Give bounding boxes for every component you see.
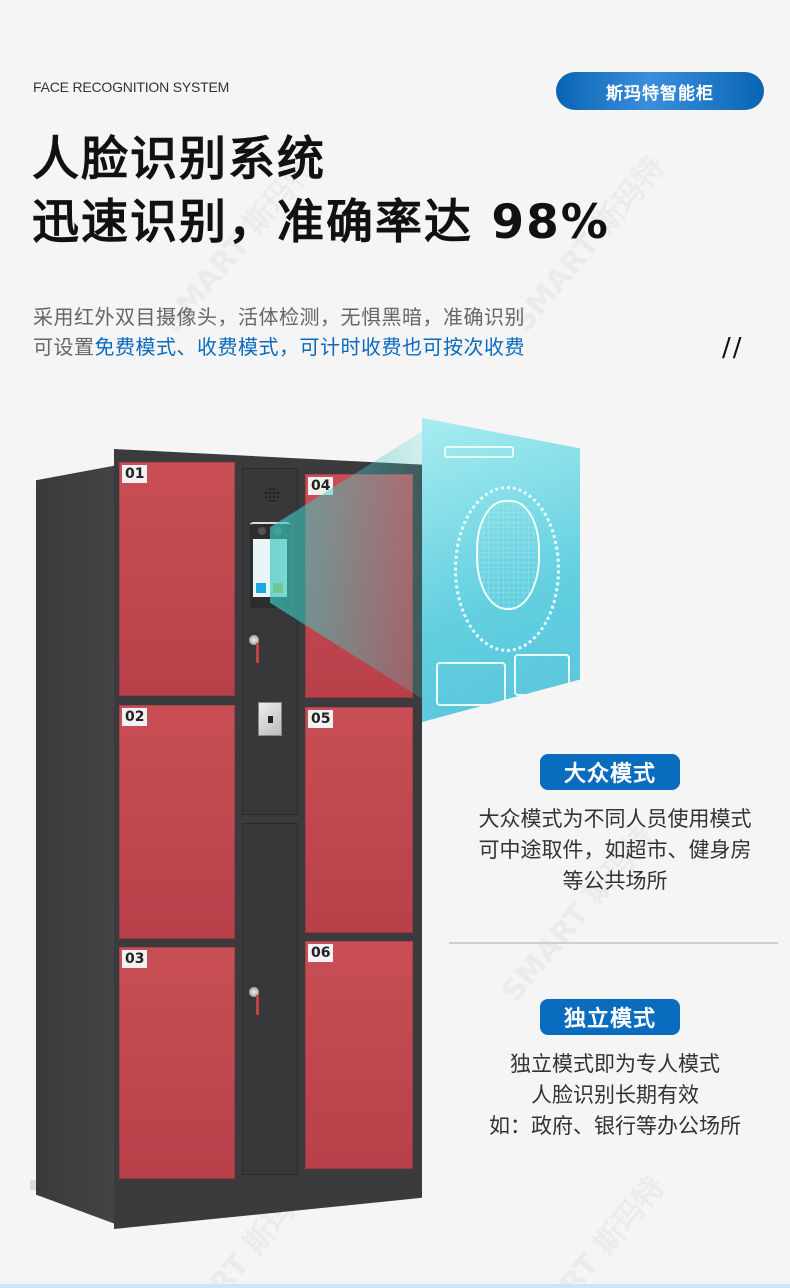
- key-lock-icon: [249, 987, 259, 997]
- hologram-panel: [436, 662, 506, 706]
- section-divider: [449, 942, 778, 944]
- decorative-slashes: //: [722, 333, 744, 363]
- mode-line: 独立模式即为专人模式: [510, 1052, 720, 1076]
- description-line-2: 可设置免费模式、收费模式，可计时收费也可按次收费: [33, 337, 525, 357]
- door-number: 01: [122, 465, 148, 483]
- scan-ring-icon: [454, 486, 560, 652]
- locker-door-01[interactable]: 01: [119, 462, 235, 696]
- door-number: 05: [308, 710, 334, 728]
- door-number: 06: [308, 944, 334, 962]
- door-number: 02: [122, 708, 148, 726]
- description-line-1: 采用红外双目摄像头，活体检测，无惧黑暗，准确识别: [33, 305, 525, 329]
- mode-badge-private: 独立模式: [540, 999, 680, 1035]
- face-outline-icon: [476, 500, 540, 610]
- locker-side-panel: [36, 465, 118, 1225]
- brand-badge: 斯玛特智能柜: [556, 72, 764, 110]
- mode-line: 人脸识别长期有效: [531, 1083, 699, 1107]
- mode-line: 如：政府、银行等办公场所: [489, 1114, 741, 1138]
- key-lock-icon: [249, 635, 259, 645]
- locker-door-06[interactable]: 06: [305, 941, 413, 1169]
- mode-line: 大众模式为不同人员使用模式: [478, 807, 752, 831]
- locker-door-05[interactable]: 05: [305, 707, 413, 933]
- camera-icon: [258, 527, 266, 535]
- mode-line: 等公共场所: [562, 869, 668, 893]
- mode-line: 可中途取件，如超市、健身房: [478, 838, 752, 862]
- door-number: 03: [122, 950, 148, 968]
- locker-door-02[interactable]: 02: [119, 705, 235, 939]
- face-scan-hologram: [422, 418, 580, 722]
- store-button-icon: [256, 583, 266, 593]
- fingerprint-reader-icon: [258, 702, 282, 736]
- eyebrow-label: FACE RECOGNITION SYSTEM: [33, 79, 230, 95]
- hologram-header: [444, 446, 514, 458]
- hologram-panel: [514, 654, 570, 696]
- watermark: SMART 斯玛特: [505, 1170, 672, 1288]
- headline-title: 人脸识别系统: [32, 132, 326, 187]
- bottom-accent-bar: [0, 1284, 790, 1288]
- locker-door-03[interactable]: 03: [119, 947, 235, 1179]
- mode-description-private: 独立模式即为专人模式 人脸识别长期有效 如：政府、银行等办公场所: [448, 1049, 782, 1142]
- speaker-grille-icon: [264, 487, 280, 503]
- key-icon: [256, 995, 259, 1015]
- key-icon: [256, 643, 259, 663]
- door-number: 04: [308, 477, 334, 495]
- description-highlight: 免费模式、收费模式，可计时收费也可按次收费: [94, 335, 525, 359]
- mode-badge-public: 大众模式: [540, 754, 680, 790]
- headline-subtitle: 迅速识别，准确率达 98%: [32, 195, 610, 250]
- description-prefix: 可设置: [33, 335, 95, 359]
- mode-description-public: 大众模式为不同人员使用模式 可中途取件，如超市、健身房 等公共场所: [448, 804, 782, 897]
- storage-column: [242, 823, 298, 1175]
